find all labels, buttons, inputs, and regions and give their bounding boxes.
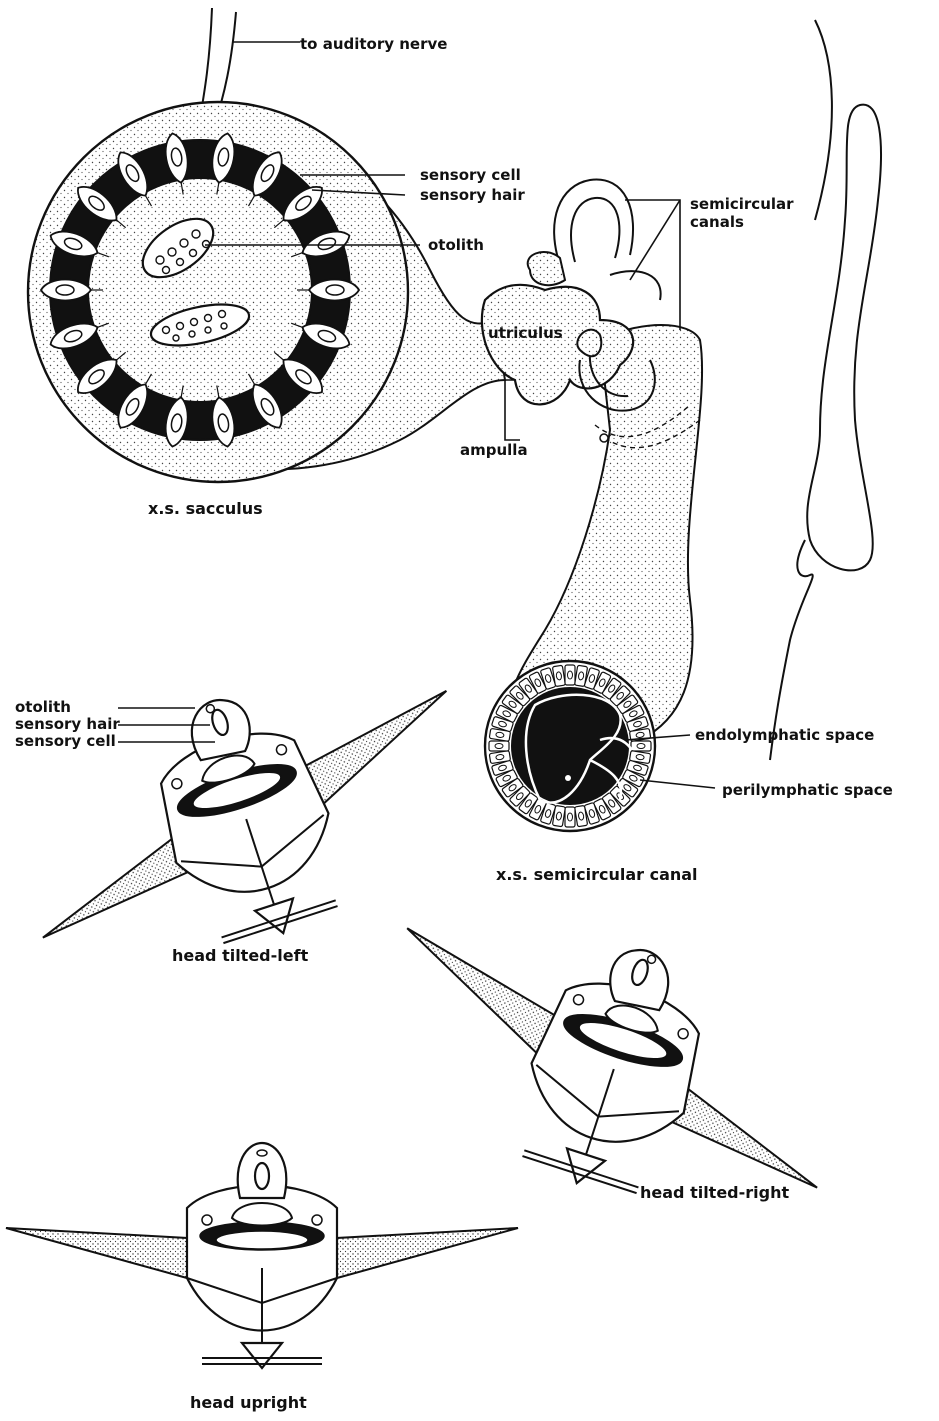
label-left-sensory-hair: sensory hair <box>15 715 120 733</box>
label-sensory-hair: sensory hair <box>420 186 525 204</box>
label-left-sensory-cell: sensory cell <box>15 732 116 750</box>
caption-head-tilted-left: head tilted-left <box>172 946 309 965</box>
caption-head-upright: head upright <box>190 1393 307 1412</box>
nerve-loop <box>770 20 881 760</box>
figure-head-tilted-right <box>348 878 870 1254</box>
label-utriculus: utriculus <box>488 324 563 342</box>
caption-head-tilted-right: head tilted-right <box>640 1183 789 1202</box>
label-ampulla: ampulla <box>460 441 528 459</box>
label-sensory-cell: sensory cell <box>420 166 521 184</box>
sacculus-lumen <box>88 178 312 402</box>
semicircular-canal-cross-section <box>485 661 655 831</box>
caption-semicircular-canal: x.s. semicircular canal <box>496 865 698 884</box>
canal-cell <box>489 741 509 751</box>
canal-cell <box>565 665 575 685</box>
label-semicircular: semicircular <box>690 195 794 213</box>
figure-head-upright <box>6 1143 518 1368</box>
canal-cell <box>565 807 575 827</box>
semicircular-canal-2 <box>610 271 661 300</box>
semicircular-canal-1-inner <box>571 198 619 262</box>
canal-cell <box>631 741 651 751</box>
label-to-auditory-nerve: to auditory nerve <box>300 35 447 53</box>
caption-sacculus: x.s. sacculus <box>148 499 263 518</box>
label-endolymphatic-space: endolymphatic space <box>695 726 874 744</box>
label-canals: canals <box>690 213 744 231</box>
label-otolith: otolith <box>428 236 484 254</box>
label-left-otolith: otolith <box>15 698 71 716</box>
label-perilymphatic-space: perilymphatic space <box>722 781 893 799</box>
semicircular-canal-1 <box>554 180 633 265</box>
utriculus-and-canals <box>482 180 702 740</box>
perilymphatic-fill <box>512 688 628 804</box>
